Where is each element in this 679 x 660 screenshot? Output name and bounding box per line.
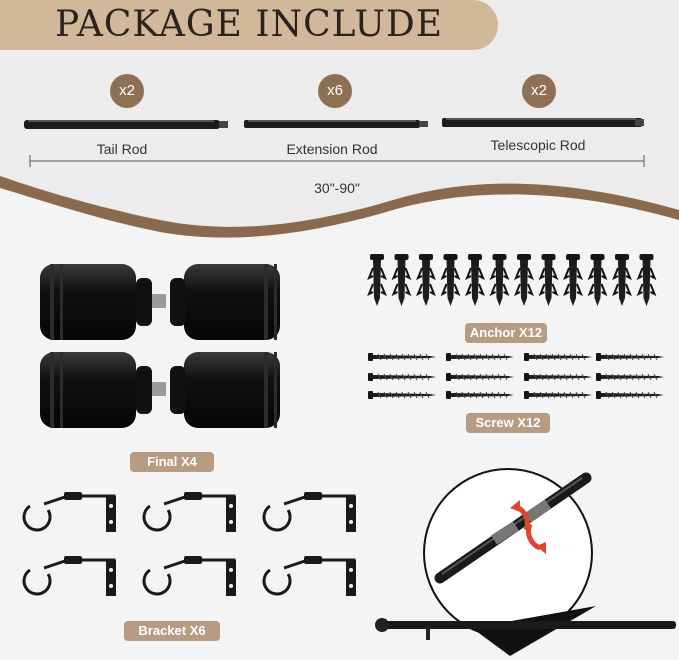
screw-item <box>446 373 514 381</box>
brackets-image <box>22 492 356 596</box>
screw-item <box>446 353 514 361</box>
top-band <box>0 0 679 238</box>
anchor-count-label: Anchor X12 <box>465 323 547 343</box>
anchor-item <box>489 254 510 306</box>
length-range-label: 30"-90" <box>314 180 360 196</box>
anchor-item <box>440 254 461 306</box>
screw-item <box>596 353 664 361</box>
screw-item <box>368 391 436 399</box>
bracket-item <box>142 556 236 596</box>
bracket-count-label: Bracket X6 <box>124 621 220 641</box>
title-banner <box>0 0 498 50</box>
tail-rod-count-badge: x2 <box>110 74 144 108</box>
screws-image <box>368 353 664 399</box>
screw-item <box>368 353 436 361</box>
extension-rod-count-badge: x6 <box>318 74 352 108</box>
tail-rod-label: Tail Rod <box>96 141 148 157</box>
extension-rod-label: Extension Rod <box>286 141 378 157</box>
anchor-item <box>587 254 608 306</box>
extension-rod-image <box>244 120 428 128</box>
bracket-item <box>22 556 116 596</box>
screw-item <box>524 373 592 381</box>
assembled-rod-image <box>375 618 676 640</box>
screw-count-label: Screw X12 <box>466 413 550 433</box>
screw-item <box>596 391 664 399</box>
bracket-item <box>262 492 356 532</box>
anchor-item <box>612 254 632 306</box>
telescopic-rod-label: Telescopic Rod <box>490 137 586 153</box>
tail-rod-image <box>24 120 228 129</box>
measurement-line <box>29 155 645 167</box>
bracket-item <box>22 492 116 532</box>
anchor-item <box>465 254 485 306</box>
screw-item <box>596 373 664 381</box>
anchor-item <box>367 254 387 306</box>
page-title: PACKAGE INCLUDE <box>54 4 444 45</box>
anchor-item <box>563 254 583 306</box>
rods-illustration <box>24 118 644 129</box>
telescopic-rod-image <box>442 118 644 127</box>
finials-image <box>40 264 280 428</box>
screw-item <box>524 391 592 399</box>
anchor-item <box>391 254 412 306</box>
bracket-item <box>262 556 356 596</box>
rod-connection-detail <box>375 468 676 656</box>
final-count-label: Final X4 <box>130 452 214 472</box>
anchors-image <box>367 254 657 306</box>
screw-item <box>368 373 436 381</box>
bracket-item <box>142 492 236 532</box>
screw-item <box>524 353 592 361</box>
anchor-item <box>514 254 534 306</box>
anchor-item <box>538 254 559 306</box>
anchor-item <box>636 254 657 306</box>
telescopic-rod-count-badge: x2 <box>522 74 556 108</box>
anchor-item <box>416 254 436 306</box>
screw-item <box>446 391 514 399</box>
